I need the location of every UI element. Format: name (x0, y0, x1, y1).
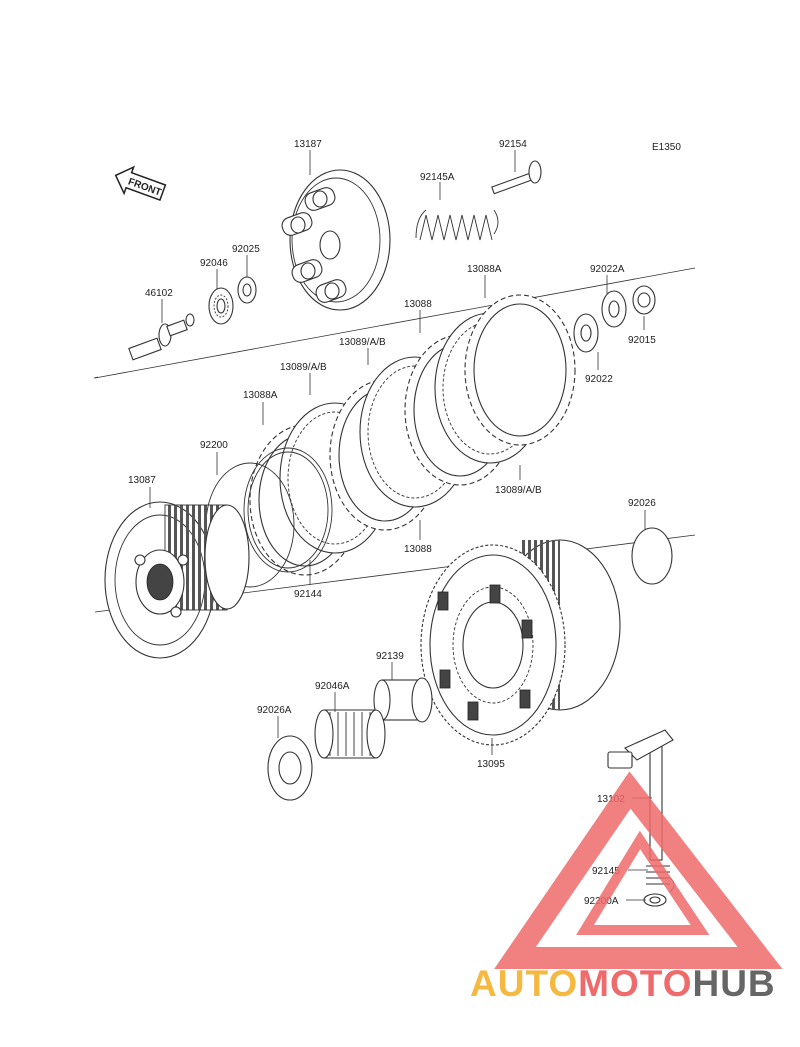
washer-92022 (573, 313, 599, 353)
label-13088-top: 13088 (404, 299, 432, 310)
clutch-hub-13087 (104, 501, 250, 659)
pressure-plate-13187 (281, 169, 391, 311)
needle-bearing-92046A (314, 709, 386, 759)
nut-92015 (632, 285, 656, 315)
diagram-code: E1350 (652, 142, 681, 153)
label-92026A: 92026A (257, 705, 292, 716)
label-92154: 92154 (499, 139, 527, 150)
washer-92025 (237, 276, 257, 304)
washer-92026 (631, 527, 673, 585)
label-92200: 92200 (200, 440, 228, 451)
bearing-92046 (208, 287, 234, 325)
watermark-part3: HUB (692, 963, 776, 1004)
label-13187: 13187 (294, 139, 322, 150)
leader-lines (149, 150, 652, 901)
watermark-logo-icon (494, 771, 783, 969)
label-92046: 92046 (200, 258, 228, 269)
label-13089AB-3: 13089/A/B (495, 485, 542, 496)
label-13089AB-2: 13089/A/B (280, 362, 327, 373)
washer-92200A (643, 893, 667, 907)
washer-92022A (601, 290, 627, 328)
watermark-part1: AUTO (470, 963, 579, 1004)
label-46102: 46102 (145, 288, 173, 299)
label-92015: 92015 (628, 335, 656, 346)
label-13088A-top: 13088A (467, 264, 502, 275)
label-13089AB-1: 13089/A/B (339, 337, 386, 348)
label-92144: 92144 (294, 589, 322, 600)
label-92046A: 92046A (315, 681, 350, 692)
front-arrow-icon: FRONT (114, 165, 167, 202)
bolt-92154 (491, 160, 542, 195)
push-rod-46102 (128, 313, 195, 361)
label-92022: 92022 (585, 374, 613, 385)
label-92026: 92026 (628, 498, 656, 509)
label-13095: 13095 (477, 759, 505, 770)
label-92145A: 92145A (420, 172, 455, 183)
label-92022A: 92022A (590, 264, 625, 275)
washer-92026A (267, 735, 313, 801)
spring-92144 (243, 447, 333, 573)
friction-plates (249, 294, 576, 576)
clutch-housing-13095 (420, 539, 621, 746)
label-92145: 92145 (592, 866, 620, 877)
label-13088A-left: 13088A (243, 390, 278, 401)
label-92025: 92025 (232, 244, 260, 255)
label-13087: 13087 (128, 475, 156, 486)
label-92139: 92139 (376, 651, 404, 662)
watermark-text: AUTOMOTOHUB (470, 963, 776, 1005)
spring-92145A (415, 209, 499, 241)
label-13088-bot: 13088 (404, 544, 432, 555)
watermark-part2: MOTO (578, 963, 693, 1004)
collar-92139 (373, 677, 433, 723)
